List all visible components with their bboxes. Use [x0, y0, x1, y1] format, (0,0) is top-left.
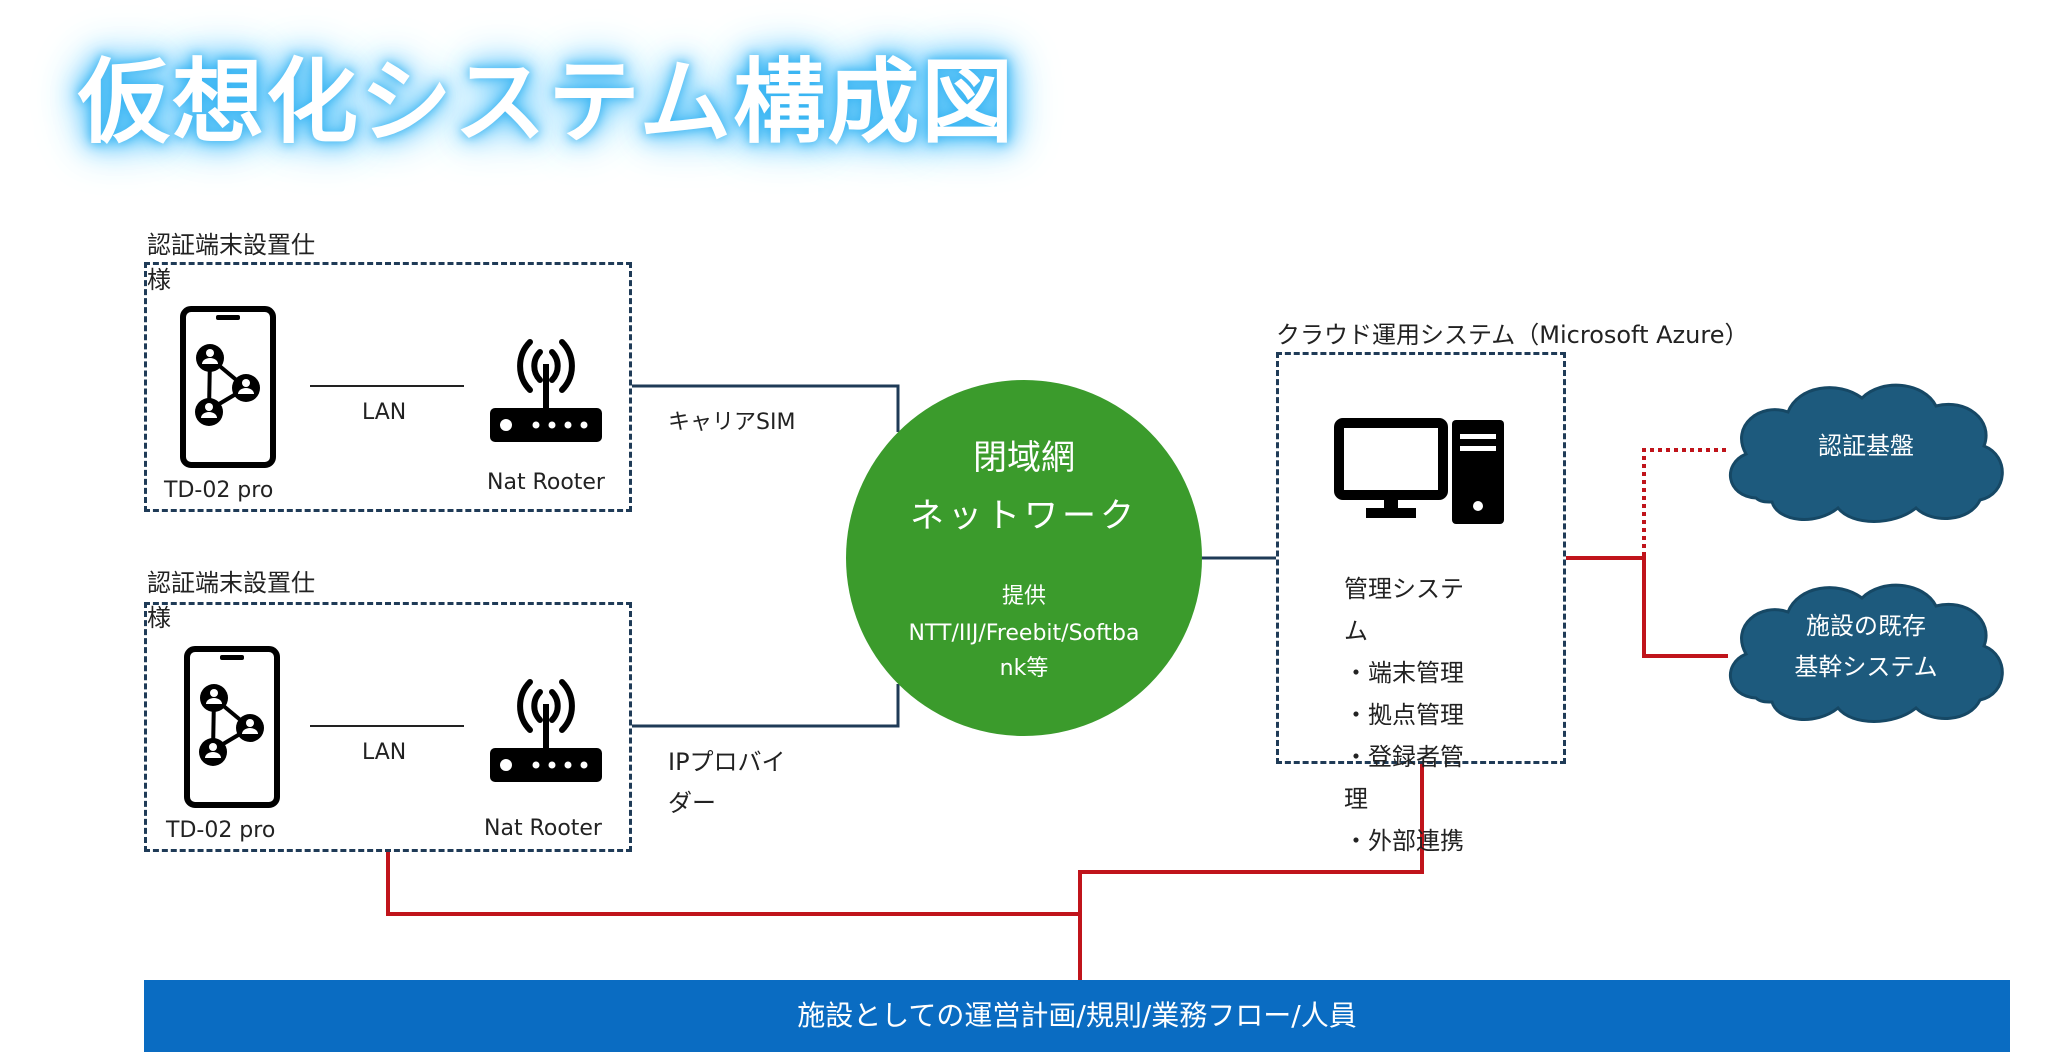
management-heading-line2: ム [1344, 617, 1368, 645]
desktop-computer-icon [1334, 418, 1504, 524]
page-title: 仮想化システム構成図 [78, 49, 1016, 156]
network-subtitle: ネットワーク [910, 496, 1138, 536]
smartphone-icon [180, 306, 276, 468]
management-item: ・登録者管 [1344, 743, 1464, 771]
site1-group-label: 認証端末設置仕 様 [147, 228, 315, 298]
ip-link [632, 684, 900, 728]
site2-lan-label: LAN [362, 740, 407, 765]
router-icon [490, 339, 602, 442]
management-system-text: 管理システ ム ・端末管理 ・拠点管理 ・登録者管 理 ・外部連携 [1344, 568, 1464, 862]
ip-provider-label-line2: ダー [668, 788, 716, 817]
management-item: ・外部連携 [1344, 827, 1464, 855]
management-heading-line1: 管理システ [1344, 575, 1464, 603]
core-system-label: 施設の既存 基幹システム [1716, 606, 2016, 688]
management-item: ・拠点管理 [1344, 701, 1464, 729]
site1-box [144, 262, 632, 512]
core-system-cloud [1729, 583, 2004, 723]
cloud-group-label: クラウド運用システム（Microsoft Azure） [1276, 321, 1749, 349]
site-bar-link [386, 852, 1080, 916]
carrier-sim-label: キャリアSIM [668, 410, 796, 435]
smartphone-icon [184, 646, 280, 808]
site1-device-label: TD-02 pro [164, 478, 274, 503]
site1-group-label-line1: 認証端末設置仕 [147, 231, 315, 259]
management-item: 理 [1344, 785, 1368, 813]
core-system-label-line2: 基幹システム [1794, 652, 1938, 681]
sim-link [632, 384, 900, 432]
cloud-system-box [1276, 352, 1566, 764]
site1-router-label: Nat Rooter [487, 470, 605, 495]
auth-platform-label: 認証基盤 [1818, 432, 1914, 460]
site2-device-label: TD-02 pro [166, 818, 276, 843]
site2-group-label-line1: 認証端末設置仕 [147, 569, 315, 597]
provider-heading: 提供 [1001, 584, 1046, 609]
core-system-label-line1: 施設の既存 [1806, 612, 1926, 640]
network-title: 閉域網 [973, 438, 1075, 478]
site1-group-label-line2: 様 [147, 265, 171, 294]
closed-network-node: 閉域網 ネットワーク 提供 NTT/IIJ/Freebit/Softbank等 [846, 380, 1202, 736]
provider-list: NTT/IIJ/Freebit/Softbank等 [908, 621, 1140, 682]
cloud-bar-link [1078, 764, 1424, 980]
site2-box [144, 602, 632, 852]
site2-group-label-line2: 様 [147, 603, 171, 632]
site2-router-label: Nat Rooter [484, 816, 602, 841]
site1-lan-label: LAN [362, 400, 407, 425]
router-icon [490, 679, 602, 782]
management-item: ・端末管理 [1344, 659, 1464, 687]
auth-link [1566, 448, 1728, 560]
ip-provider-label: IPプロバイ ダー [668, 742, 786, 824]
facility-operations-bar: 施設としての運営計画/規則/業務フロー/人員 [144, 980, 2010, 1052]
site2-group-label: 認証端末設置仕 様 [147, 566, 315, 636]
auth-platform-cloud [1729, 383, 2004, 523]
ip-provider-label-line1: IPプロバイ [668, 748, 786, 776]
core-link [1566, 556, 1728, 658]
